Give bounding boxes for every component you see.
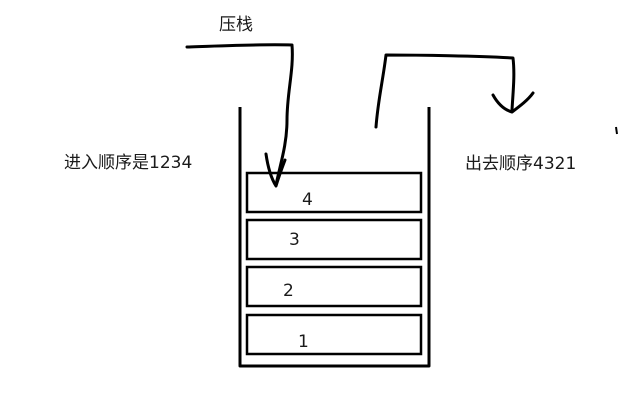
push-order-text: 进入顺序是1234 <box>64 153 193 173</box>
block-label-1: 1 <box>298 332 309 352</box>
block-label-2: 2 <box>283 281 294 301</box>
stray-mark <box>615 126 618 135</box>
stack-block-2 <box>245 265 423 308</box>
push-arrow <box>185 43 294 187</box>
push-arrow-head <box>264 152 287 188</box>
block-label-4: 4 <box>302 190 313 210</box>
stack-block-3 <box>245 218 423 261</box>
push-label: 压栈 <box>219 15 253 35</box>
pop-arrow-head <box>491 91 535 114</box>
stack-block-1 <box>245 313 423 356</box>
block-label-3: 3 <box>289 230 300 250</box>
stack-container <box>238 107 431 368</box>
pop-arrow <box>374 53 516 129</box>
stack-block-4 <box>245 171 423 214</box>
pop-order-text: 出去顺序4321 <box>465 154 577 174</box>
